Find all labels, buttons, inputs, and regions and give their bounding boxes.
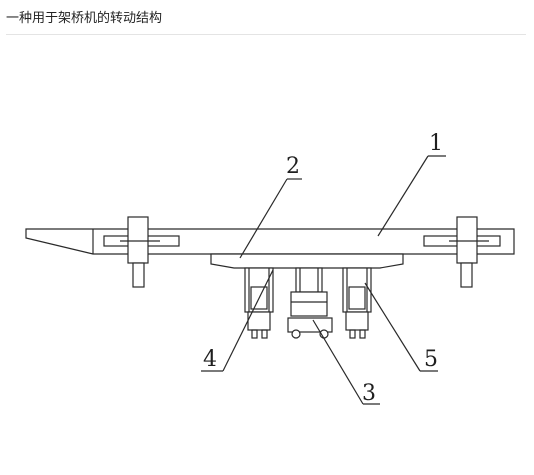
callout-label-2: 2 — [286, 154, 300, 179]
main-girder — [25, 228, 515, 255]
callout-2: 2 — [239, 154, 302, 259]
left-outrigger — [120, 216, 160, 288]
callout-label-5: 5 — [424, 347, 438, 372]
callout-label-4: 4 — [203, 347, 217, 372]
callout-3: 3 — [312, 319, 380, 406]
title-divider — [6, 34, 526, 35]
callout-4: 4 — [201, 269, 274, 372]
rotating-plate — [210, 253, 404, 269]
callout-5: 5 — [364, 282, 438, 372]
callout-label-1: 1 — [429, 131, 443, 156]
page-title: 一种用于架桥机的转动结构 — [6, 11, 163, 26]
right-support-column — [342, 267, 372, 339]
left-support-column — [244, 267, 274, 339]
callout-label-3: 3 — [362, 381, 376, 406]
central-lift-trolley — [287, 267, 333, 339]
right-outrigger — [449, 216, 489, 288]
callout-1: 1 — [377, 131, 446, 237]
